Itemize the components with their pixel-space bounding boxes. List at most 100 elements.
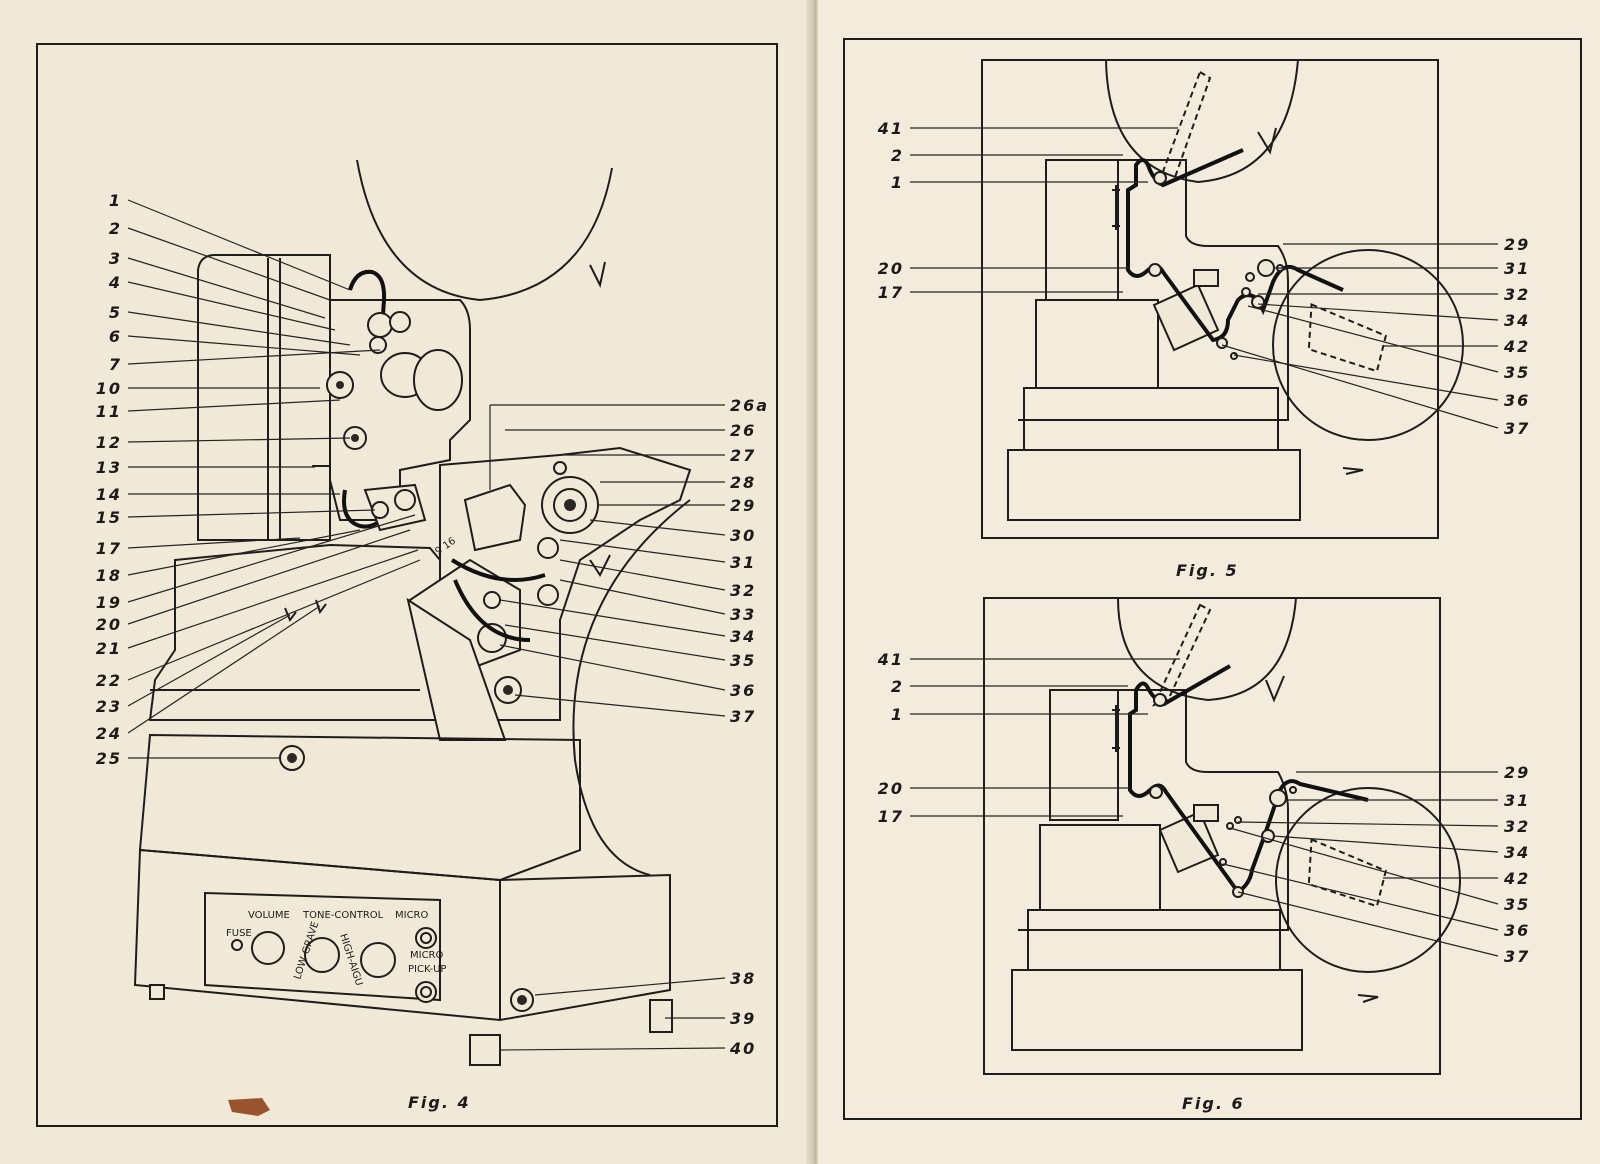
fig4-label: 5	[109, 303, 122, 322]
fig6-label: 42	[1503, 869, 1530, 888]
fig5-label: 42	[1503, 337, 1530, 356]
label-fuse: FUSE	[226, 928, 252, 939]
right-page: 41 2 1 20 17 29 31 32 34 42 35 36 37 Fig…	[818, 0, 1600, 1164]
fig4-right-labels: 26a 26 27 28 29 30 31 32 33 34 35 36 37 …	[729, 396, 769, 1058]
fig5-label: 37	[1504, 419, 1530, 438]
fig6-upper-reel	[1117, 597, 1297, 702]
fig4-label: 28	[730, 473, 756, 492]
fig4-label: 19	[96, 593, 122, 612]
fig6-left-labels: 41 2 1 20 17	[877, 650, 904, 826]
fig6-label: 32	[1504, 817, 1530, 836]
fig4-label: 15	[96, 508, 122, 527]
fig4-frame	[36, 43, 778, 1127]
fig5-label: 36	[1504, 391, 1530, 410]
fig4-label: 33	[730, 605, 756, 624]
fig6-label: 20	[878, 779, 904, 798]
fig5-caption: Fig. 5	[1176, 561, 1239, 580]
right-page-frame	[843, 38, 1582, 1120]
fig4-label: 11	[96, 402, 122, 421]
fig6-label: 29	[1504, 763, 1530, 782]
fig6-label: 41	[877, 650, 904, 669]
fig4-caption: Fig. 4	[408, 1093, 471, 1112]
fig4-label: 13	[96, 458, 122, 477]
fig5-label: 20	[878, 259, 904, 278]
fig5-lower-reel	[1272, 249, 1464, 441]
fig5-left-labels: 41 2 1 20 17	[877, 119, 904, 302]
fig6-frame	[983, 597, 1441, 1075]
fig5-label: 2	[891, 146, 904, 165]
label-volume: VOLUME	[248, 910, 290, 921]
fig5-label: 1	[891, 173, 904, 192]
fig5-label: 31	[1504, 259, 1530, 278]
fig4-label: 24	[96, 724, 122, 743]
fig5-fig6-diagrams: 41 2 1 20 17 29 31 32 34 42 35 36 37 Fig…	[877, 59, 1530, 1113]
fig4-label: 20	[96, 615, 122, 634]
label-pickup: PICK-UP	[408, 964, 446, 975]
label-micro: MICRO	[395, 910, 429, 921]
fig4-label: 40	[729, 1039, 756, 1058]
fig4-label: 3	[109, 249, 122, 268]
fig4-label: 26a	[730, 396, 769, 415]
fig6-leaders	[910, 658, 1499, 957]
fig6-label: 1	[891, 705, 904, 724]
amplifier-cabinet	[133, 848, 671, 1022]
fig5-label: 32	[1504, 285, 1530, 304]
fig5-leaders	[910, 127, 1499, 429]
fig5-label: 29	[1504, 235, 1530, 254]
fig4-label: 34	[730, 627, 756, 646]
fig4-label: 30	[730, 526, 756, 545]
fig6-label: 36	[1504, 921, 1530, 940]
fig4-label: 18	[96, 566, 122, 585]
fig4-label: 25	[96, 749, 122, 768]
fig4-label: 12	[96, 433, 122, 452]
fig5-label: 35	[1504, 363, 1530, 382]
left-page: 9 16 VOLUME TONE-CONTROL MICRO FUSE LOW-…	[0, 0, 812, 1164]
fig5-label: 34	[1504, 311, 1530, 330]
lamp-housing	[197, 254, 331, 541]
fig4-label: 35	[730, 651, 756, 670]
fig4-right-leaders	[489, 404, 726, 1051]
fig4-label: 17	[96, 539, 122, 558]
fig6-caption: Fig. 6	[1182, 1094, 1245, 1113]
fig5-label: 41	[877, 119, 904, 138]
label-micro-2: MICRO	[410, 950, 444, 961]
fig6-lower-reel	[1275, 787, 1461, 973]
fig4-label: 22	[96, 671, 122, 690]
fig6-label: 31	[1504, 791, 1530, 810]
fig4-label: 29	[730, 496, 756, 515]
base-upper	[148, 543, 441, 721]
fig4-label: 7	[109, 355, 122, 374]
exciter-box	[463, 483, 527, 552]
fig4-label: 10	[96, 379, 122, 398]
fig4-label: 14	[96, 485, 122, 504]
fig4-left-leaders	[127, 199, 421, 759]
fig4-label: 39	[730, 1009, 756, 1028]
fig4-label: 38	[730, 969, 756, 988]
lower-reel-arc	[572, 499, 691, 876]
fig4-label: 21	[96, 639, 122, 658]
fig4-label: 37	[730, 707, 756, 726]
fig5-label: 17	[878, 283, 904, 302]
fig6-label: 37	[1504, 947, 1530, 966]
base-top	[138, 733, 581, 882]
fig4-label: 2	[109, 219, 122, 238]
foot-right	[649, 999, 673, 1033]
stain-mark	[228, 1098, 270, 1116]
fig4-label: 31	[730, 553, 756, 572]
control-panel	[204, 891, 441, 1002]
fig5-upper-reel	[1105, 59, 1299, 184]
fig5-right-labels: 29 31 32 34 42 35 36 37	[1503, 235, 1530, 438]
lens-front	[413, 349, 463, 411]
label-tone-control: TONE-CONTROL	[302, 910, 384, 921]
fig4-label: 26	[730, 421, 756, 440]
fig4-label: 32	[730, 581, 756, 600]
foot-front	[469, 1034, 501, 1066]
fig4-label: 4	[108, 273, 122, 292]
fig4-label: 36	[730, 681, 756, 700]
fig6-label: 35	[1504, 895, 1530, 914]
fig6-label: 34	[1504, 843, 1530, 862]
fig4-label: 23	[96, 697, 122, 716]
fig4-left-labels: 1 2 3 4 5 6 7 10 11 12 13 14 15 17 18 19…	[96, 191, 122, 768]
fig4-label: 6	[109, 327, 122, 346]
fig4-label: 27	[730, 446, 756, 465]
